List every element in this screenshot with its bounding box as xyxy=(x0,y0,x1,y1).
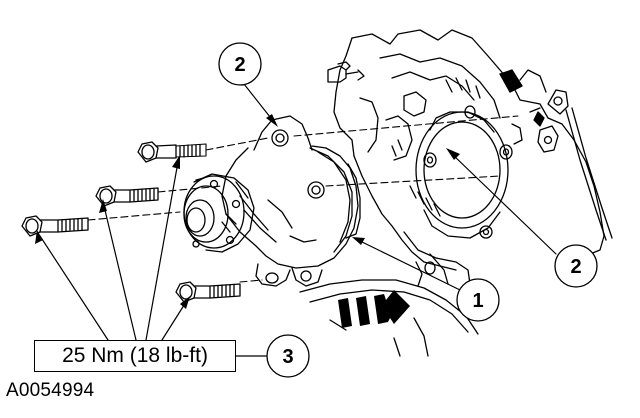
leader-lines xyxy=(39,83,557,357)
bolt-middle xyxy=(95,185,159,207)
arrowheads xyxy=(35,114,460,309)
water-pump xyxy=(183,115,361,287)
bolt-upper xyxy=(137,141,207,163)
torque-spec-box: 25 Nm (18 lb-ft) xyxy=(34,340,236,372)
bolt-bottom xyxy=(175,281,241,303)
alignment-lines xyxy=(87,115,519,283)
torque-spec-text: 25 Nm (18 lb-ft) xyxy=(62,344,208,367)
figure-id: A0054994 xyxy=(6,380,95,401)
callout-1-label: 1 xyxy=(472,290,483,312)
bolt-lower xyxy=(21,215,89,237)
front-direction-arrow-icon xyxy=(338,290,410,328)
callout-2-top xyxy=(218,42,262,86)
callout-1 xyxy=(456,278,500,322)
callout-2-right xyxy=(554,244,598,288)
callout-3 xyxy=(266,334,310,378)
callout-2-top-label: 2 xyxy=(234,54,245,76)
callout-3-label: 3 xyxy=(282,346,293,368)
callout-2-right-label: 2 xyxy=(570,256,581,278)
engine-front-cover xyxy=(327,29,613,287)
